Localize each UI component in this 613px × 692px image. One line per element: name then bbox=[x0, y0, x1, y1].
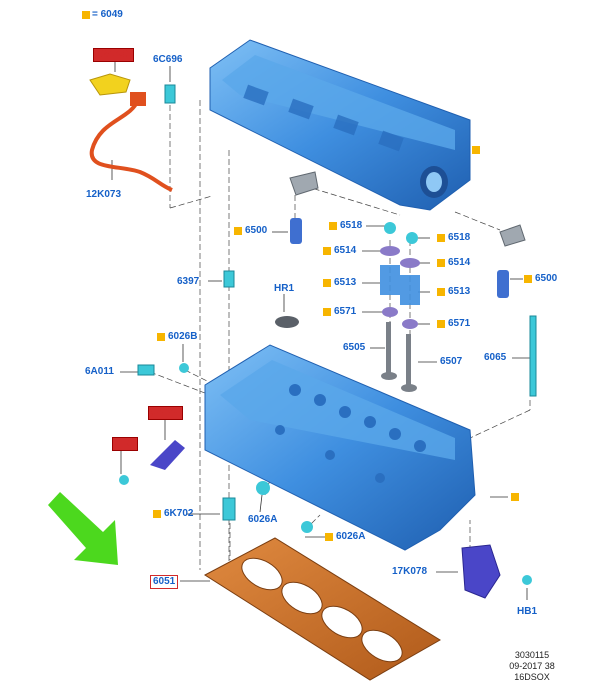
callout-6051-highlighted[interactable]: 6051 bbox=[150, 575, 179, 589]
ref-number: 3030115 bbox=[514, 650, 550, 660]
yellow-marker bbox=[153, 510, 161, 518]
yellow-marker bbox=[437, 288, 445, 296]
yellow-marker bbox=[323, 247, 331, 255]
callout-17k078[interactable]: 17K078 bbox=[392, 566, 428, 577]
callout-6513-left[interactable]: 6513 bbox=[334, 277, 357, 288]
callout-9a462[interactable]: 9A462 bbox=[148, 406, 184, 420]
glow-plug-harness bbox=[89, 73, 173, 192]
callout-6514-left[interactable]: 6514 bbox=[334, 245, 357, 256]
yellow-marker bbox=[323, 279, 331, 287]
callout-6571-left[interactable]: 6571 bbox=[334, 306, 357, 317]
yellow-marker bbox=[437, 259, 445, 267]
legend-text: = 6049 bbox=[92, 9, 123, 20]
callout-6k702[interactable]: 6K702 bbox=[164, 508, 194, 519]
callout-6505[interactable]: 6505 bbox=[343, 342, 366, 353]
yellow-marker bbox=[323, 308, 331, 316]
callout-12k073[interactable]: 12K073 bbox=[86, 189, 122, 200]
callout-6026a-1[interactable]: 6026A bbox=[248, 514, 278, 525]
cylinder-head bbox=[204, 344, 476, 551]
callout-hb1-red[interactable]: HB1 bbox=[112, 437, 139, 451]
callout-6a011[interactable]: 6A011 bbox=[85, 366, 114, 377]
callout-6571-right[interactable]: 6571 bbox=[448, 318, 471, 329]
yellow-marker bbox=[472, 146, 480, 154]
yellow-marker bbox=[511, 493, 519, 501]
yellow-marker bbox=[325, 533, 333, 541]
ref-code: 16DSOX bbox=[514, 672, 550, 682]
yellow-marker bbox=[524, 275, 532, 283]
callout-6518-right[interactable]: 6518 bbox=[448, 232, 471, 243]
callout-6507[interactable]: 6507 bbox=[440, 356, 463, 367]
callout-hb1[interactable]: HB1 bbox=[517, 606, 538, 617]
yellow-marker bbox=[157, 333, 165, 341]
callout-6026b[interactable]: 6026B bbox=[168, 331, 198, 342]
callout-6397[interactable]: 6397 bbox=[177, 276, 200, 287]
callout-6500-right[interactable]: 6500 bbox=[535, 273, 558, 284]
diagram-reference: 3030115 09-2017 38 16DSOX bbox=[497, 650, 567, 683]
callout-6518-left[interactable]: 6518 bbox=[340, 220, 363, 231]
callout-6500-left[interactable]: 6500 bbox=[245, 225, 268, 236]
callout-hr1-top[interactable]: HR1 bbox=[274, 283, 295, 294]
callout-6513-right[interactable]: 6513 bbox=[448, 286, 471, 297]
callout-6514-right[interactable]: 6514 bbox=[448, 257, 471, 268]
small-parts bbox=[119, 84, 537, 599]
callout-12a699[interactable]: 12A699 bbox=[93, 48, 135, 62]
legend-swatch bbox=[82, 11, 90, 19]
ref-date: 09-2017 38 bbox=[509, 661, 555, 671]
yellow-marker bbox=[329, 222, 337, 230]
cylinder-head-gasket bbox=[204, 537, 441, 681]
callout-6065[interactable]: 6065 bbox=[484, 352, 507, 363]
leader-lines bbox=[111, 60, 532, 600]
callout-6c696[interactable]: 6C696 bbox=[153, 54, 183, 65]
yellow-marker bbox=[437, 234, 445, 242]
yellow-marker bbox=[234, 227, 242, 235]
camshaft-carrier bbox=[209, 39, 471, 211]
green-arrow bbox=[48, 492, 118, 565]
callout-6026a-2[interactable]: 6026A bbox=[336, 531, 366, 542]
yellow-marker bbox=[437, 320, 445, 328]
